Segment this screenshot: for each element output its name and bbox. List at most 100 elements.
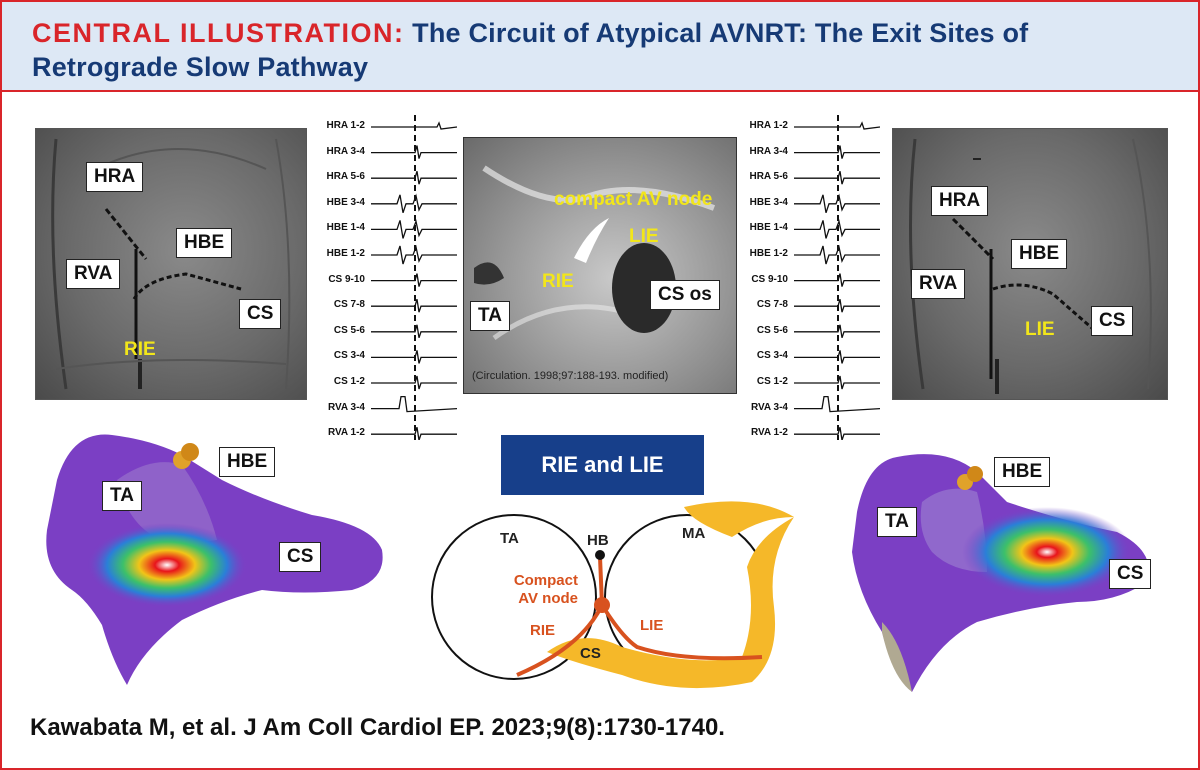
label-hbe: HBE <box>994 457 1051 487</box>
left-fluoro-catheters <box>51 138 291 390</box>
title-text: The Circuit of Atypical AVNRT: The Exit … <box>32 18 1029 82</box>
label-hra: HRA <box>931 186 989 216</box>
label-hbe: HBE <box>1011 239 1068 269</box>
egm-channel-label: CS 3-4 <box>333 350 365 362</box>
egm-trace <box>794 193 880 214</box>
egm-channel-label: CS 5-6 <box>333 324 365 336</box>
label-cs: CS <box>580 645 601 662</box>
circuit-schematic: TA HB MA Compact AV node RIE LIE CS <box>422 497 807 697</box>
left-egm-traces <box>371 115 457 440</box>
egm-channel-label: RVA 1-2 <box>327 427 365 439</box>
egm-trace <box>794 273 880 287</box>
egm-channel-label: HBE 3-4 <box>749 196 788 208</box>
title-banner: CENTRAL ILLUSTRATION: The Circuit of Aty… <box>2 2 1198 92</box>
label-rva: RVA <box>66 259 121 289</box>
egm-channel-label: HBE 1-2 <box>326 248 365 259</box>
right-map-drawing <box>852 454 1149 692</box>
label-compact-av-node: Compact AV node <box>482 572 578 608</box>
egm-trace <box>794 299 880 313</box>
egm-trace <box>794 244 880 265</box>
label-ta: TA <box>102 481 142 511</box>
egm-trace <box>371 350 457 364</box>
egm-channel-label: CS 9-10 <box>751 273 788 285</box>
label-lie: LIE <box>629 226 659 247</box>
egm-trace <box>794 395 880 413</box>
label-ta: TA <box>470 301 510 331</box>
egm-channel-label: RVA 3-4 <box>327 401 365 413</box>
egm-trace <box>371 299 457 313</box>
anatomy-drawing <box>474 165 716 341</box>
egm-trace <box>794 145 880 159</box>
left-map-drawing <box>46 434 383 685</box>
label-hbe: HBE <box>219 447 276 477</box>
right-egm-traces <box>794 115 880 440</box>
label-cs: CS <box>279 542 322 572</box>
citation: Kawabata M, et al. J Am Coll Cardiol EP.… <box>30 714 725 741</box>
title-lead: CENTRAL ILLUSTRATION: <box>32 18 405 48</box>
egm-channel-label: CS 7-8 <box>756 299 788 311</box>
egm-channel-label: HBE 1-4 <box>749 222 788 234</box>
label-cs: CS <box>239 299 282 329</box>
label-rva: RVA <box>911 269 966 299</box>
label-ma: MA <box>682 525 706 542</box>
label-compact-line2: AV node <box>518 590 578 607</box>
label-ta: TA <box>877 507 917 537</box>
right-fluoroscopy-image: HRA HBE RVA LIE CS <box>892 128 1168 400</box>
egm-trace <box>794 171 880 185</box>
egm-trace <box>794 375 880 390</box>
egm-trace <box>371 219 457 239</box>
egm-channel-label: HRA 5-6 <box>326 171 365 183</box>
egm-channel-label: HBE 3-4 <box>326 196 365 208</box>
egm-trace <box>794 350 880 364</box>
label-cs: CS <box>1109 559 1152 589</box>
egm-trace <box>371 427 457 440</box>
label-compact-av-node: compact AV node <box>554 189 713 210</box>
label-compact-line1: Compact <box>513 572 578 589</box>
egm-trace <box>371 171 457 185</box>
right-fluoro-catheters <box>909 138 1152 394</box>
left-activation-map: HBE TA CS <box>32 420 402 700</box>
egm-trace <box>371 324 457 339</box>
egm-trace <box>794 427 880 440</box>
egm-channel-label: HBE 1-2 <box>749 248 788 259</box>
egm-trace <box>371 395 457 413</box>
egm-channel-label: HRA 5-6 <box>749 171 788 183</box>
egm-trace <box>371 193 457 214</box>
right-activation-map: HBE TA CS <box>837 442 1177 702</box>
schematic-drawing <box>431 501 794 689</box>
egm-channel-label: CS 1-2 <box>333 376 365 387</box>
label-cs: CS <box>1091 306 1134 336</box>
egm-channel-label: CS 9-10 <box>328 273 365 285</box>
egm-trace <box>371 375 457 390</box>
egm-trace <box>794 324 880 339</box>
anatomy-photograph: compact AV node LIE RIE TA CS os <box>463 137 737 394</box>
egm-channel-label: RVA 3-4 <box>750 401 788 413</box>
anatomy-caption: (Circulation. 1998;97:188-193. modified) <box>472 370 669 382</box>
egm-channel-label: CS 7-8 <box>333 299 365 311</box>
egm-trace <box>794 219 880 239</box>
egm-trace <box>371 273 457 287</box>
label-hbe: HBE <box>176 228 233 258</box>
page-title: CENTRAL ILLUSTRATION: The Circuit of Aty… <box>32 16 1182 84</box>
label-hb: HB <box>587 532 609 549</box>
egm-channel-label: HRA 1-2 <box>326 120 365 131</box>
egm-channel-label: HRA 3-4 <box>326 145 365 157</box>
egm-trace <box>371 244 457 265</box>
label-cs-os: CS os <box>650 280 720 310</box>
egm-trace <box>371 145 457 159</box>
egm-channel-label: HRA 3-4 <box>749 145 788 157</box>
label-hra: HRA <box>86 162 144 192</box>
label-ta: TA <box>500 530 519 547</box>
egm-channel-label: CS 5-6 <box>756 324 788 336</box>
egm-channel-label: RVA 1-2 <box>750 427 788 439</box>
egm-channel-label: CS 1-2 <box>756 376 788 387</box>
egm-channel-label: HRA 1-2 <box>749 120 788 131</box>
label-lie: LIE <box>1025 319 1055 340</box>
egm-channel-label: CS 3-4 <box>756 350 788 362</box>
label-rie: RIE <box>542 271 574 292</box>
label-lie: LIE <box>640 617 664 634</box>
label-rie: RIE <box>124 339 156 360</box>
